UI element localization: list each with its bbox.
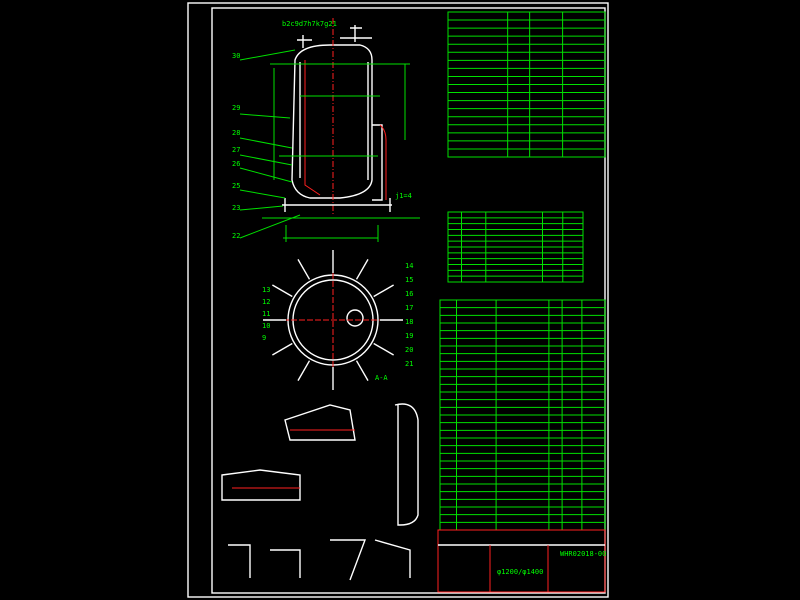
plan-callout: 20 [405,346,413,354]
elevation-callout: 30 [232,52,240,60]
elevation-callout: 23 [232,204,240,212]
vessel-plan [263,250,403,390]
drawing-title: φ1200/φ1400 [497,568,543,576]
elevation-callout: 25 [232,182,240,190]
elevation-callout: 22 [232,232,240,240]
plan-callout: 9 [262,334,266,342]
plan-callout: 16 [405,290,413,298]
spec-tables [439,11,606,531]
plan-callout: 18 [405,318,413,326]
drawing-number: WHR02018-00 [560,550,606,558]
elevation-callout: 29 [232,104,240,112]
outer-frame [187,2,609,598]
plan-callout: 17 [405,304,413,312]
plan-callout: 15 [405,276,413,284]
plan-callout: 13 [262,286,270,294]
plan-callout: 14 [405,262,413,270]
plan-callout: 11 [262,310,270,318]
plan-callout: 19 [405,332,413,340]
vessel-elevation [239,18,420,242]
detail-views [221,403,419,581]
plan-callout: 10 [262,322,270,330]
jacket-note: j1=4 [395,192,412,200]
section-label: A-A [375,374,388,382]
plan-callout: 21 [405,360,413,368]
title-block [437,529,606,593]
elevation-callout: 27 [232,146,240,154]
top-note: b2c9d7h7k7g21 [282,20,337,28]
elevation-callout: 26 [232,160,240,168]
plan-callout: 12 [262,298,270,306]
elevation-callout: 28 [232,129,240,137]
